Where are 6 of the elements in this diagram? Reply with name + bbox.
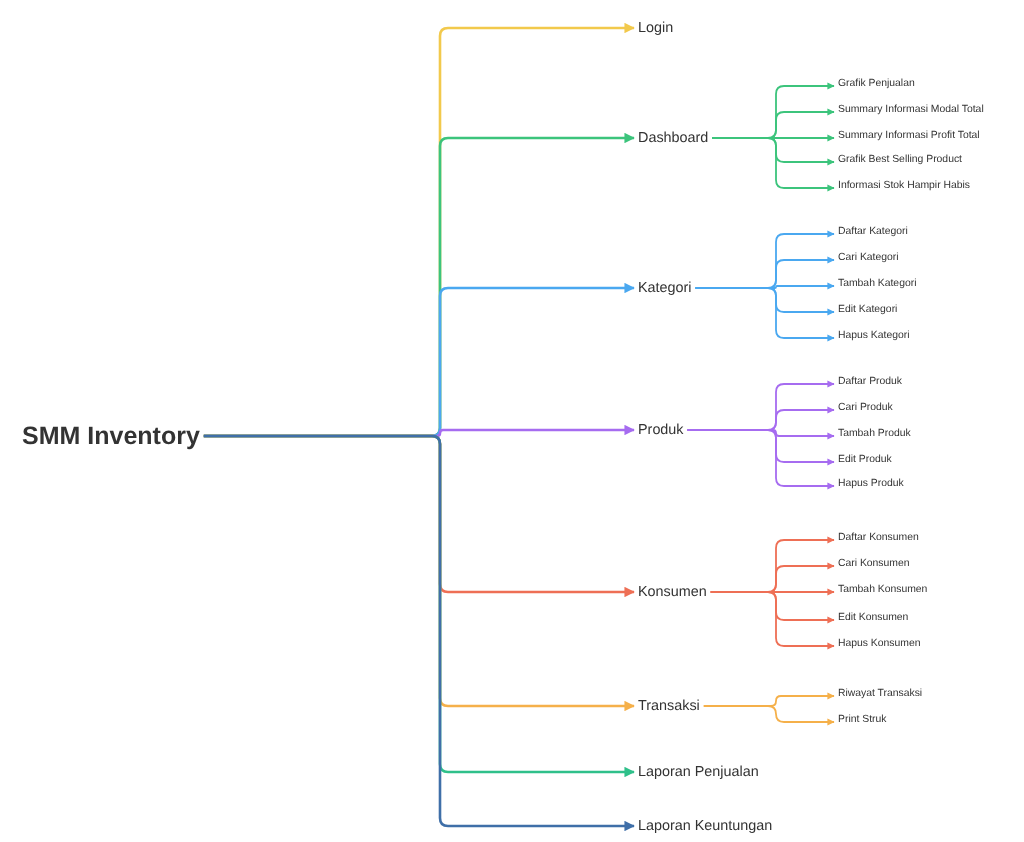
connector-arrow <box>711 137 835 192</box>
connector-arrow <box>694 287 835 342</box>
connector-arrow <box>702 705 835 726</box>
connector-arrow <box>709 591 835 650</box>
connector-arrow <box>686 429 835 490</box>
root-topic: SMM Inventory <box>20 421 202 451</box>
